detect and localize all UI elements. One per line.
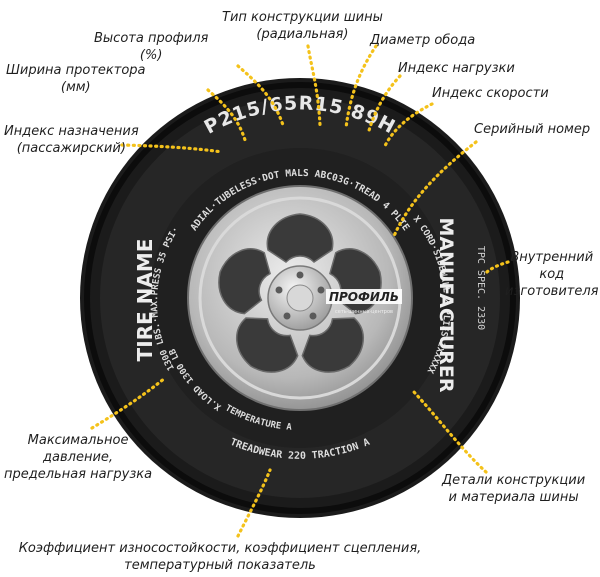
leader-max-pressure bbox=[90, 376, 167, 430]
label-service-type: Индекс назначения (пассажирский) bbox=[4, 123, 139, 157]
label-tread-width-line2: (мм) bbox=[60, 80, 91, 95]
label-uniformity-line2: температурный показатель bbox=[124, 558, 316, 573]
label-aspect-ratio-line1: Высота профиля bbox=[94, 31, 209, 46]
leader-rim-diameter bbox=[344, 44, 378, 130]
leader-construction bbox=[306, 44, 322, 127]
leader-serial bbox=[392, 140, 478, 238]
spoke-hole bbox=[218, 248, 271, 315]
label-construction-details: Детали конструкции и материала шины bbox=[442, 472, 585, 506]
label-construction-details-line2: и материала шины bbox=[448, 490, 579, 505]
lug-nut bbox=[275, 286, 283, 294]
label-load-index: Индекс нагрузки bbox=[398, 60, 515, 77]
profil-logo: ПРОФИЛЬ сеть·шинных·центров bbox=[326, 289, 402, 315]
label-serial-number: Серийный номер bbox=[474, 121, 590, 138]
label-max-pressure-line3: предельная нагрузка bbox=[4, 467, 153, 482]
leader-load-index bbox=[366, 74, 402, 136]
logo-box bbox=[326, 289, 402, 304]
label-load-index-text: Индекс нагрузки bbox=[398, 61, 515, 76]
label-max-pressure-line2: давление, bbox=[43, 450, 114, 465]
tpc-spec-text: TPC SPEC. 2330 bbox=[475, 246, 486, 330]
spoke-hole bbox=[266, 213, 334, 263]
label-internal-code-line2: код bbox=[539, 267, 565, 282]
label-internal-code-line1: Внутренний bbox=[510, 250, 594, 265]
leader-speed-index bbox=[382, 102, 434, 150]
label-internal-code: Внутренний код изготовителя bbox=[505, 249, 598, 300]
tread-edge bbox=[84, 82, 516, 514]
label-uniformity-line1: Коэффициент износостойкости, коэффициент… bbox=[18, 541, 422, 556]
label-max-pressure-line1: Максимальное bbox=[27, 433, 129, 448]
logo-text: ПРОФИЛЬ bbox=[329, 290, 399, 304]
spoke-hole bbox=[301, 317, 364, 373]
label-construction-type: Тип конструкции шины (радиальная) bbox=[222, 9, 383, 43]
label-serial-number-text: Серийный номер bbox=[474, 122, 591, 137]
label-internal-code-line3: изготовителя bbox=[505, 284, 599, 299]
center-cap bbox=[286, 284, 314, 312]
label-construction-type-line2: (радиальная) bbox=[256, 27, 349, 42]
label-service-type-line2: (пассажирский) bbox=[16, 141, 126, 156]
lug-nut bbox=[317, 286, 325, 294]
leader-aspect bbox=[236, 64, 286, 130]
label-tread-width-line1: Ширина протектора bbox=[6, 63, 146, 78]
label-max-pressure: Максимальное давление, предельная нагруз… bbox=[4, 432, 152, 483]
leader-construction-details bbox=[412, 390, 488, 474]
tire-name-text: TIRE NAME bbox=[133, 239, 157, 362]
leader-internal-code bbox=[482, 260, 510, 277]
label-speed-index: Индекс скорости bbox=[432, 85, 549, 102]
leader-tread-width bbox=[206, 88, 247, 142]
label-aspect-ratio-line2: (%) bbox=[139, 48, 163, 63]
label-speed-index-text: Индекс скорости bbox=[432, 86, 549, 101]
manufacturer-text: MANUFACTURER bbox=[435, 217, 457, 392]
label-rim-diameter: Диаметр обода bbox=[370, 32, 475, 49]
label-aspect-ratio: Высота профиля (%) bbox=[94, 30, 208, 64]
logo-subtext: сеть·шинных·центров bbox=[335, 309, 393, 315]
spoke-hole bbox=[236, 317, 299, 373]
label-construction-details-line1: Детали конструкции bbox=[442, 473, 586, 488]
lug-nut bbox=[309, 312, 317, 320]
label-construction-type-line1: Тип конструкции шины bbox=[222, 10, 383, 25]
lug-nut bbox=[296, 271, 304, 279]
lug-nuts bbox=[275, 271, 325, 320]
label-tread-width: Ширина протектора (мм) bbox=[6, 62, 146, 96]
leader-service-type bbox=[120, 143, 224, 154]
lug-nut bbox=[283, 312, 291, 320]
leader-lines bbox=[90, 44, 510, 538]
label-rim-diameter-text: Диаметр обода bbox=[370, 33, 476, 48]
label-service-type-line1: Индекс назначения bbox=[4, 124, 139, 139]
label-uniformity: Коэффициент износостойкости, коэффициент… bbox=[14, 540, 426, 574]
leader-uniformity bbox=[236, 468, 272, 538]
